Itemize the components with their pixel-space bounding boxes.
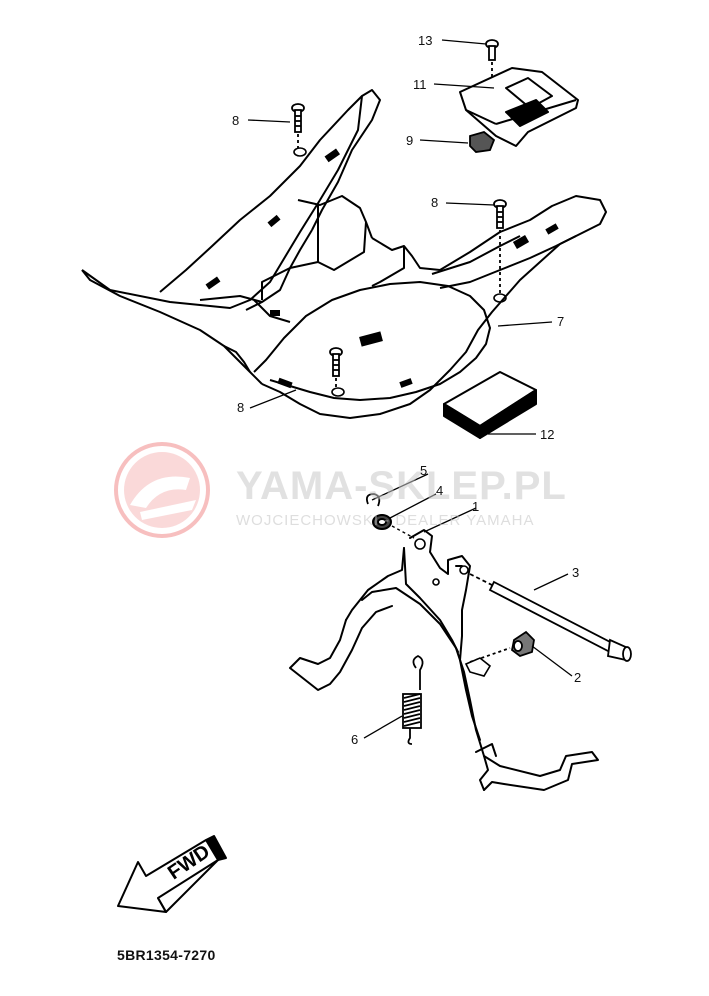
leader-lines bbox=[247, 39, 573, 739]
bolt-8-top-left bbox=[291, 103, 305, 148]
stand-bracket-holes bbox=[414, 538, 469, 586]
clip-5 bbox=[365, 493, 381, 507]
bushing-2 bbox=[469, 630, 535, 663]
callout-5: 5 bbox=[420, 463, 428, 478]
watermark-brand: YAMA-SKLEP.PL bbox=[236, 464, 567, 508]
floor-board-details bbox=[205, 148, 559, 389]
assembly-line-washer bbox=[391, 525, 415, 539]
bolt-8-right bbox=[493, 199, 507, 294]
stand-stopper bbox=[464, 657, 492, 677]
callout-8-right: 8 bbox=[431, 195, 439, 210]
callout-4: 4 bbox=[436, 483, 444, 498]
pad-12 bbox=[443, 371, 537, 439]
callout-11: 11 bbox=[413, 77, 427, 92]
fwd-arrow-icon bbox=[117, 835, 227, 913]
washer-4 bbox=[372, 514, 392, 530]
bolt-8-bottom bbox=[329, 347, 343, 388]
catalog-number: 5BR1354-7270 bbox=[117, 947, 216, 963]
callout-1: 1 bbox=[472, 499, 480, 514]
callout-2: 2 bbox=[574, 670, 582, 685]
main-stand bbox=[289, 529, 599, 791]
callout-3: 3 bbox=[572, 565, 580, 580]
clip-9 bbox=[469, 131, 496, 153]
floor-board-part bbox=[81, 89, 607, 419]
callout-8-bottom: 8 bbox=[237, 400, 245, 415]
callout-7: 7 bbox=[557, 314, 565, 329]
shaft-3 bbox=[469, 573, 632, 662]
callout-13: 13 bbox=[418, 33, 433, 48]
watermark-subtitle: WOJCIECHOWSKI - DEALER YAMAHA bbox=[236, 512, 535, 529]
spring-6 bbox=[402, 654, 424, 745]
callout-8-top-left: 8 bbox=[232, 113, 240, 128]
callout-6: 6 bbox=[351, 732, 359, 747]
callout-9: 9 bbox=[406, 133, 414, 148]
callout-12: 12 bbox=[540, 427, 555, 442]
mounting-holes bbox=[293, 147, 507, 397]
watermark-logo-icon bbox=[114, 442, 210, 538]
